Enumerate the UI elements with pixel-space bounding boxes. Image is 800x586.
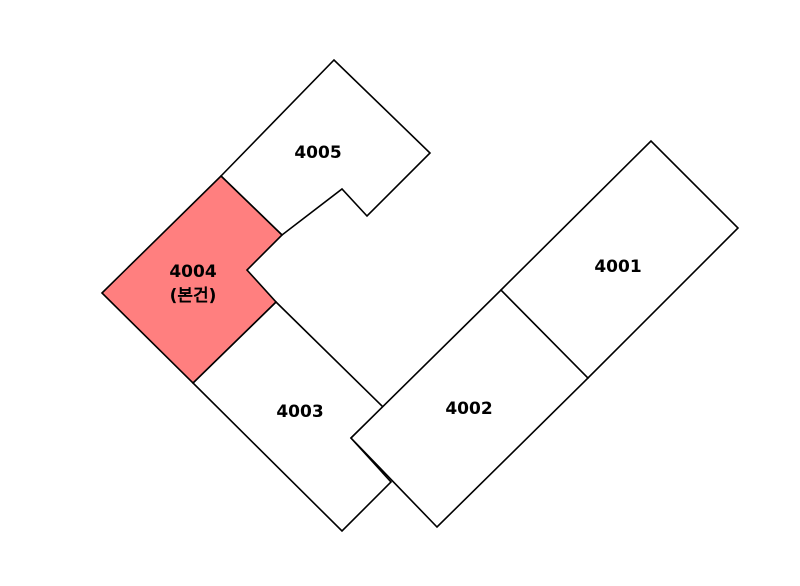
unit-4004[interactable]: 4004 (본건)	[100, 174, 284, 385]
unit-4001[interactable]: 4001	[499, 139, 740, 380]
unit-4005-label: 4005	[294, 143, 341, 163]
unit-4001-shape[interactable]	[499, 139, 740, 380]
unit-4002-label: 4002	[445, 399, 492, 419]
unit-4004-shape[interactable]	[100, 174, 284, 385]
unit-4001-label: 4001	[594, 257, 641, 277]
unit-4003-label: 4003	[276, 402, 323, 422]
unit-4004-label: 4004	[169, 262, 216, 282]
unit-4004-sublabel: (본건)	[170, 286, 217, 306]
